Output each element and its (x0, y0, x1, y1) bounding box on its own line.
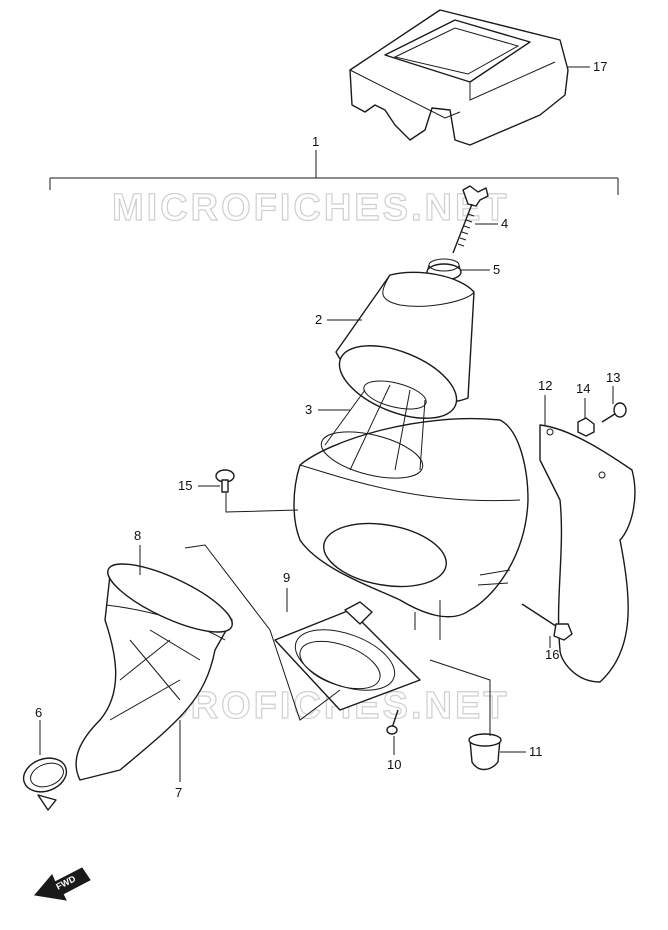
part-3-cage (320, 380, 427, 479)
callout-10: 10 (387, 757, 401, 772)
watermark-top: MICROFICHES.NET (112, 187, 510, 229)
assembly-lines (184, 544, 341, 721)
assembly-bracket (49, 150, 619, 195)
callout-14: 14 (576, 381, 590, 396)
callout-2: 2 (315, 312, 322, 327)
callout-12: 12 (538, 378, 552, 393)
part-10-screw (386, 709, 399, 735)
callout-5: 5 (493, 262, 500, 277)
part-16-bolt (521, 603, 573, 641)
callout-16: 16 (545, 647, 559, 662)
callout-3: 3 (305, 402, 312, 417)
part-2-filter (335, 271, 475, 419)
airbox-body (293, 417, 529, 640)
callout-1: 1 (312, 134, 319, 149)
callout-6: 6 (35, 705, 42, 720)
callout-11: 11 (529, 744, 543, 759)
callout-4: 4 (501, 216, 508, 231)
part-13-bolt (601, 402, 627, 423)
callout-8: 8 (134, 528, 141, 543)
part-9-adapter (274, 601, 421, 711)
callout-13: 13 (606, 370, 620, 385)
part-17-cover (349, 9, 569, 146)
part-15-screw (215, 469, 235, 493)
callout-7: 7 (175, 785, 182, 800)
part-14-nut (577, 417, 595, 437)
part-11-drain-cap (468, 733, 502, 771)
part-12-bracket (539, 424, 636, 683)
callout-9: 9 (283, 570, 290, 585)
part-8-seal (107, 563, 233, 633)
fwd-arrow-icon: FWD (34, 867, 91, 901)
part-4-wing-bolt (452, 185, 489, 254)
part-6-clamp (22, 757, 68, 811)
callout-17: 17 (593, 59, 607, 74)
callout-15: 15 (178, 478, 192, 493)
